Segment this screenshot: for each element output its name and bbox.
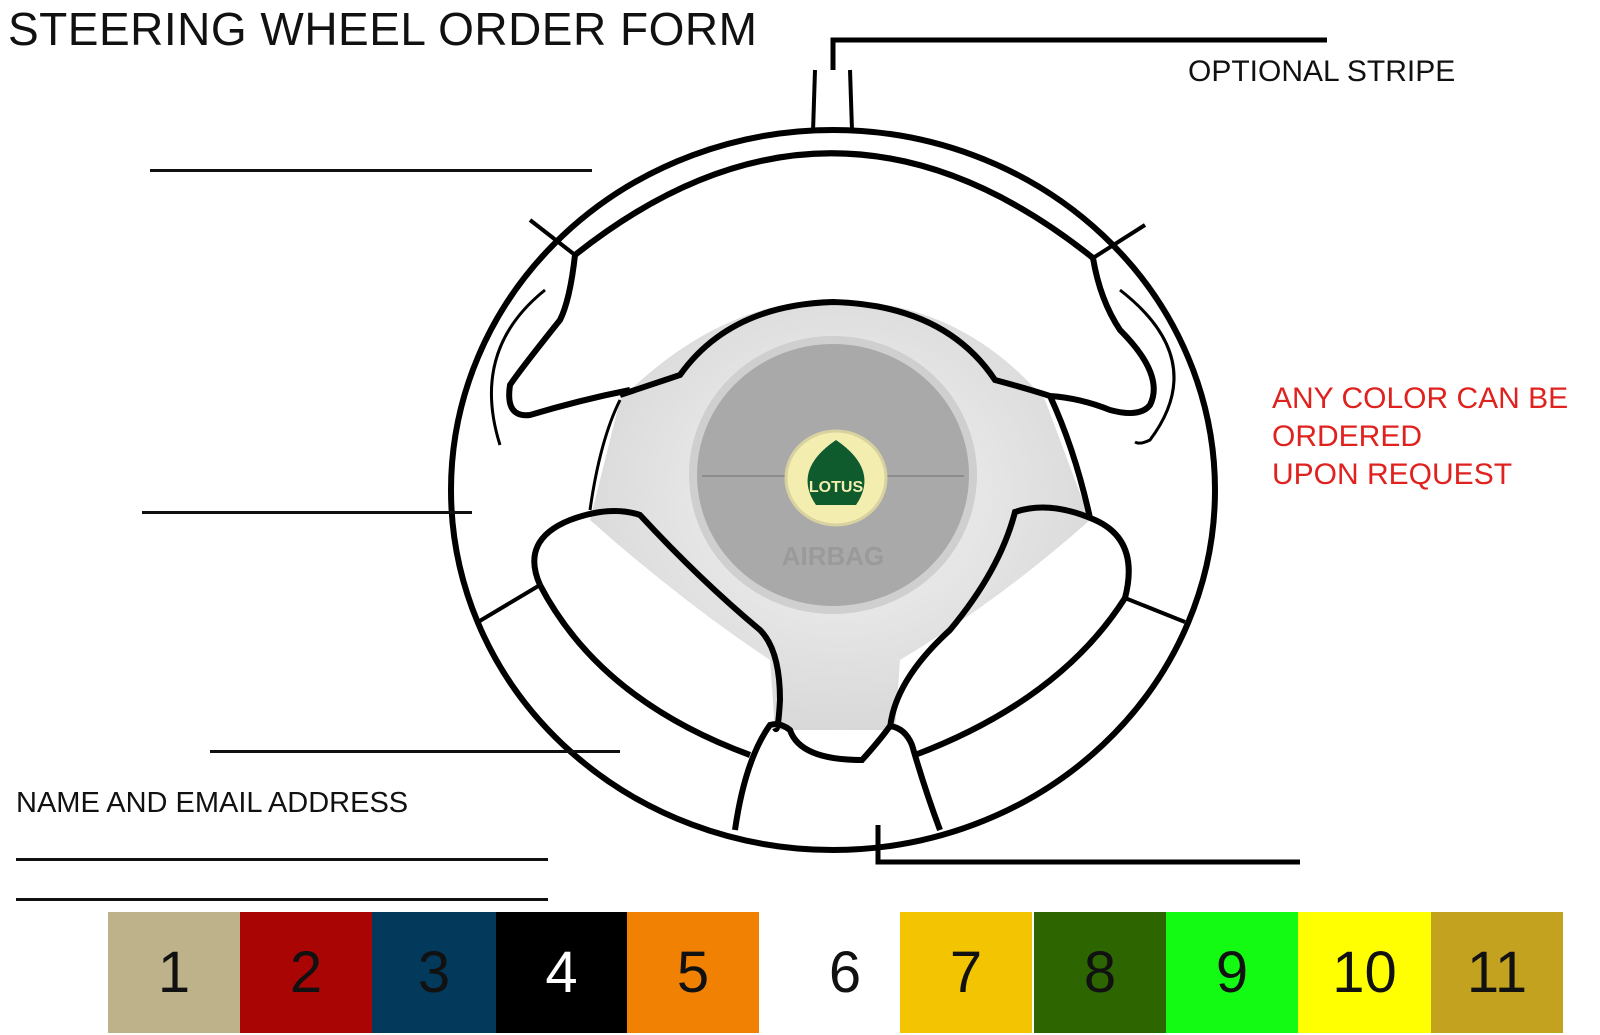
swatch-label: 8 [1083,940,1117,1005]
swatch-3[interactable]: 3 [372,912,496,1033]
swatch-label: 11 [1466,940,1528,1005]
outer-rim [448,127,1218,853]
hub-outline-top [619,298,1051,399]
swatch-6[interactable]: 6 [780,912,910,1033]
swatch-label: 5 [676,940,710,1005]
leader-line-top[interactable] [150,169,592,172]
swatch-5[interactable]: 5 [627,912,759,1033]
swatch-11[interactable]: 11 [1431,912,1563,1033]
swatch-1[interactable]: 1 [108,912,240,1033]
left-upper-spoke [506,254,631,419]
leader-line-middle[interactable] [142,511,472,514]
lotus-logo-text: LOTUS [809,479,864,496]
swatch-label: 10 [1332,940,1397,1005]
swatch-label: 1 [157,940,191,1005]
note-line-2: ORDERED [1272,420,1423,453]
airbag-text: AIRBAG [782,541,885,571]
swatch-9[interactable]: 9 [1166,912,1298,1033]
color-request-note: ANY COLOR CAN BE ORDERED UPON REQUEST [1272,380,1568,494]
stripe-top-left [811,69,817,133]
lower-left-cutout [531,508,784,733]
lower-left-inner [537,583,752,758]
lower-right-cutout [887,504,1132,729]
divider-bottom-right [1124,596,1186,624]
note-line-1: ANY COLOR CAN BE [1272,382,1569,415]
form-title: STEERING WHEEL ORDER FORM [8,3,758,55]
swatch-label: 2 [289,940,323,1005]
swatch-4[interactable]: 4 [496,912,627,1033]
right-spoke-side [1047,394,1093,519]
swatch-label: 9 [1215,940,1249,1005]
swatch-label: 3 [417,940,451,1005]
stripe-top-right [848,69,854,131]
note-line-3: UPON REQUEST [1272,458,1513,491]
swatch-2[interactable]: 2 [240,912,372,1033]
contact-label: NAME AND EMAIL ADDRESS [16,787,409,819]
bottom-stripe-leader [875,825,1300,865]
swatch-10[interactable]: 10 [1298,912,1431,1033]
divider-top-left [528,218,577,257]
divider-bottom-left [476,583,542,624]
leader-line-bottom[interactable] [210,750,620,753]
swatch-7[interactable]: 7 [900,912,1032,1033]
stripe-leader [830,37,1327,70]
swatch-label: 4 [545,940,578,1005]
contact-line-1[interactable] [16,858,548,861]
right-inner-curve [1119,288,1176,445]
contact-line-2[interactable] [16,898,548,901]
left-spoke-side [588,399,622,511]
divider-top-right [1091,223,1147,260]
lower-right-inner [913,596,1128,758]
lotus-logo-shield [807,440,865,505]
bottom-spoke [732,721,943,832]
swatch-8[interactable]: 8 [1034,912,1166,1033]
inner-top-rim [573,150,1095,261]
swatch-label: 6 [828,940,862,1005]
right-upper-spoke [1049,257,1157,417]
left-inner-curve [489,288,546,446]
swatch-label: 7 [949,940,983,1005]
optional-stripe-label: OPTIONAL STRIPE [1188,55,1456,88]
